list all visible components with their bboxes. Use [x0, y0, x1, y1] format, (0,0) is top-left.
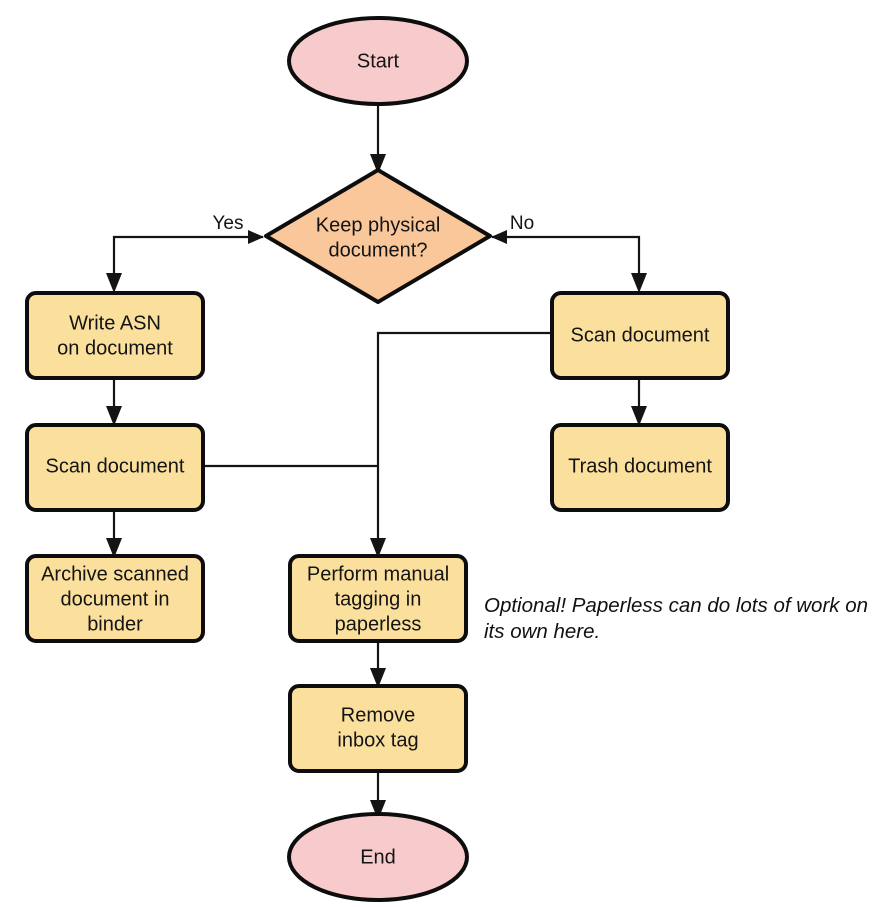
decision-label-line1: Keep physical: [316, 214, 441, 236]
edge-line: [492, 235, 641, 282]
start-terminator-shape[interactable]: [287, 16, 469, 106]
trash-label: Trash document: [568, 455, 712, 477]
write-asn-label-line2: on document: [57, 337, 173, 359]
archive-label-line1: Archive scanned: [41, 563, 189, 585]
process-box-shape[interactable]: [25, 423, 205, 512]
decision-diamond-shape[interactable]: [264, 168, 492, 304]
decision-label-line2: document?: [329, 239, 428, 261]
edge-decision-no: [491, 230, 647, 293]
arrowhead-icon: [370, 800, 386, 820]
arrowhead-icon: [106, 538, 122, 558]
remove-tag-label-line1: Remove: [341, 704, 415, 726]
arrowhead-icon: [106, 273, 122, 293]
process-box-shape[interactable]: [288, 684, 468, 773]
edge-line: [112, 235, 263, 282]
edge-start-to-decision: [370, 100, 386, 174]
tagging-label-line1: Perform manual: [307, 563, 449, 585]
scan-right-label: Scan document: [571, 324, 710, 346]
tagging-label-line3: paperless: [335, 613, 422, 635]
node-perform-manual-tagging-in-paperless[interactable]: Perform manual tagging in paperless: [288, 554, 468, 643]
node-archive-scanned-document-in-binder[interactable]: Archive scanned document in binder: [25, 554, 205, 643]
arrowhead-icon: [631, 273, 647, 293]
arrowhead-icon: [491, 230, 507, 244]
write-asn-label-line1: Write ASN: [69, 312, 161, 334]
edge-scanright-to-tagging: [370, 331, 551, 558]
archive-label-line2: document in: [61, 588, 170, 610]
process-box-shape[interactable]: [550, 291, 730, 380]
arrowhead-icon: [248, 230, 264, 244]
process-box-shape[interactable]: [550, 423, 730, 512]
node-trash-document[interactable]: Trash document: [550, 423, 730, 512]
process-box-shape[interactable]: [25, 554, 205, 643]
process-box-shape[interactable]: [25, 291, 205, 380]
edge-line: [376, 331, 551, 547]
arrowhead-icon: [631, 406, 647, 426]
edge-label-no: No: [510, 213, 534, 234]
edge-tagging-to-removetag: [370, 641, 386, 688]
edge-removetag-to-end: [370, 772, 386, 820]
arrowhead-icon: [106, 406, 122, 426]
annotation-note: Optional! Paperless can do lots of work …: [484, 594, 868, 643]
tagging-label-line2: tagging in: [335, 588, 422, 610]
arrowhead-icon: [370, 538, 386, 558]
remove-tag-label-line2: inbox tag: [337, 729, 418, 751]
node-write-asn-on-document[interactable]: Write ASN on document: [25, 291, 205, 380]
end-label: End: [360, 846, 396, 868]
edge-scanleft-to-archive: [106, 510, 122, 558]
edge-writeasn-to-scanleft: [106, 378, 122, 426]
note-line2: its own here.: [484, 620, 600, 643]
node-scan-document-left[interactable]: Scan document: [25, 423, 205, 512]
node-decision-keep-physical-document[interactable]: Keep physical document?: [264, 168, 492, 304]
process-box-shape[interactable]: [288, 554, 468, 643]
edge-label-yes: Yes: [213, 213, 244, 234]
start-label: Start: [357, 50, 400, 72]
scan-left-label: Scan document: [46, 455, 185, 477]
archive-label-line3: binder: [87, 613, 143, 635]
end-terminator-shape[interactable]: [287, 812, 469, 902]
node-start[interactable]: Start: [287, 16, 469, 106]
arrowhead-icon: [370, 668, 386, 688]
node-remove-inbox-tag[interactable]: Remove inbox tag: [288, 684, 468, 773]
edge-decision-yes: [106, 230, 264, 293]
node-end[interactable]: End: [287, 812, 469, 902]
edge-scanright-to-trash: [631, 378, 647, 426]
note-line1: Optional! Paperless can do lots of work …: [484, 594, 868, 617]
node-scan-document-right[interactable]: Scan document: [550, 291, 730, 380]
arrowhead-icon: [370, 154, 386, 174]
